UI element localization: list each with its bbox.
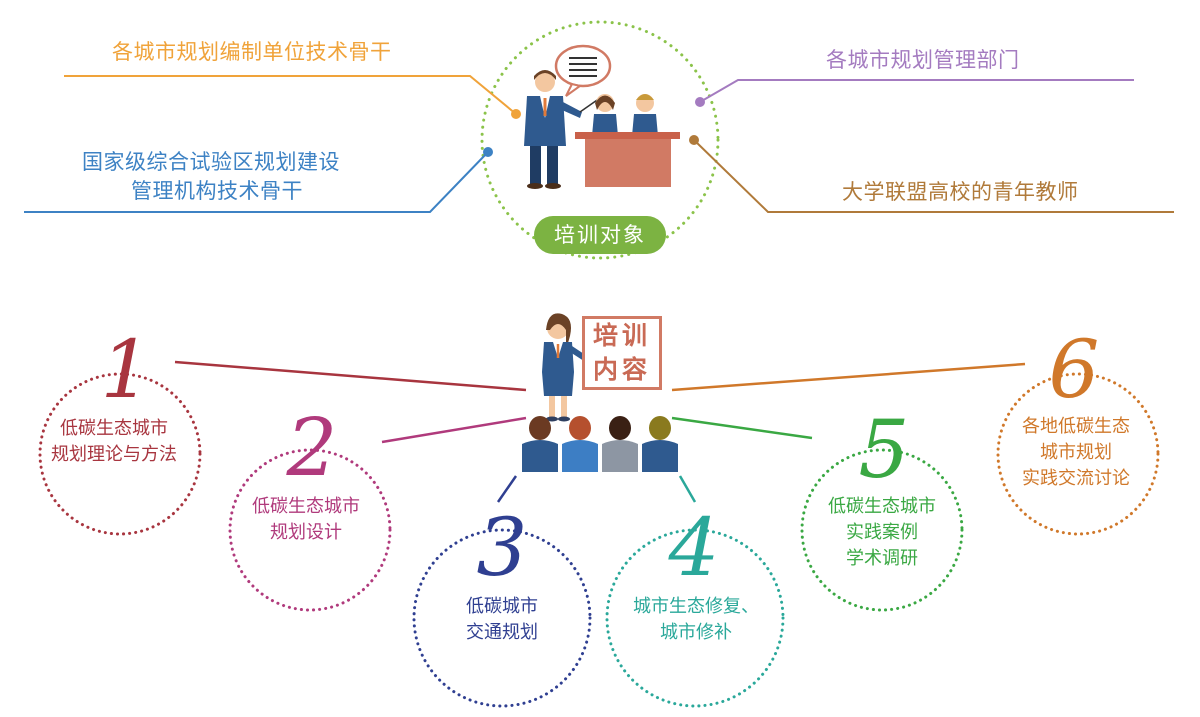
board-line-1: 培训 <box>592 321 651 350</box>
content-text-1-line1: 低碳生态城市 <box>60 418 168 439</box>
training-target-badge: 培训对象 <box>534 216 666 254</box>
content-number-3: 3 <box>476 501 528 594</box>
content-text-6: 各地低碳生态 城市规划 实践交流讨论 <box>1022 414 1130 492</box>
content-text-2-line1: 低碳生态城市 <box>252 496 360 517</box>
content-connector-2 <box>381 416 527 444</box>
content-circle-5 <box>800 448 964 612</box>
content-text-4-line2: 城市修补 <box>660 622 732 643</box>
content-connector-5 <box>671 416 813 440</box>
content-text-5-line3: 学术调研 <box>846 548 918 569</box>
content-connector-1 <box>174 360 527 392</box>
target-label-management-depts: 各城市规划管理部门 <box>826 48 1020 72</box>
target-label-young-teachers: 大学联盟高校的青年教师 <box>842 180 1079 204</box>
target-circle <box>480 20 720 260</box>
training-content-board: 培训 内容 <box>582 316 662 390</box>
content-number-2: 2 <box>286 401 338 494</box>
content-text-1: 低碳生态城市 规划理论与方法 <box>51 416 177 468</box>
content-text-6-line2: 城市规划 <box>1040 442 1112 463</box>
speech-bubble-icon <box>554 44 612 97</box>
target-connector-top-left <box>64 75 521 119</box>
teacher-icon <box>524 70 601 189</box>
content-text-2: 低碳生态城市 规划设计 <box>252 494 360 546</box>
target-label-planning-units: 各城市规划编制单位技术骨干 <box>112 40 392 64</box>
content-text-6-line3: 实践交流讨论 <box>1022 468 1130 489</box>
content-circle-1 <box>38 372 202 536</box>
content-number-4: 4 <box>668 501 720 594</box>
content-text-3-line2: 交通规划 <box>466 622 538 643</box>
board-line-2: 内容 <box>592 355 651 384</box>
audience-icon <box>575 94 680 187</box>
content-circle-2 <box>228 448 392 612</box>
content-text-5-line2: 实践案例 <box>846 522 918 543</box>
content-number-1: 1 <box>100 323 152 416</box>
content-text-4: 城市生态修复、 城市修补 <box>633 594 759 646</box>
content-text-1-line2: 规划理论与方法 <box>51 444 177 465</box>
content-circle-3 <box>412 528 592 708</box>
content-connector-4 <box>678 475 697 503</box>
target-connector-top-right <box>695 79 1134 107</box>
students-icon <box>522 416 678 472</box>
trainer-icon <box>542 313 607 422</box>
content-text-3-line1: 低碳城市 <box>466 596 538 617</box>
content-connector-3 <box>496 475 518 503</box>
content-text-3: 低碳城市 交通规划 <box>466 594 538 646</box>
content-number-6: 6 <box>1048 323 1100 416</box>
content-text-2-line2: 规划设计 <box>270 522 342 543</box>
content-text-5-line1: 低碳生态城市 <box>828 496 936 517</box>
target-connector-bottom-left <box>24 147 493 213</box>
content-number-5: 5 <box>858 403 910 496</box>
target-connector-bottom-right <box>689 135 1174 213</box>
target-label-pilot-zone-line1: 国家级综合试验区规划建设 <box>82 150 340 174</box>
content-circle-6 <box>996 372 1160 536</box>
content-text-4-line1: 城市生态修复、 <box>633 596 759 617</box>
content-text-6-line1: 各地低碳生态 <box>1022 416 1130 437</box>
content-circle-4 <box>605 528 785 708</box>
target-label-pilot-zone-line2: 管理机构技术骨干 <box>131 179 303 203</box>
content-connector-6 <box>671 362 1026 392</box>
content-text-5: 低碳生态城市 实践案例 学术调研 <box>828 494 936 572</box>
